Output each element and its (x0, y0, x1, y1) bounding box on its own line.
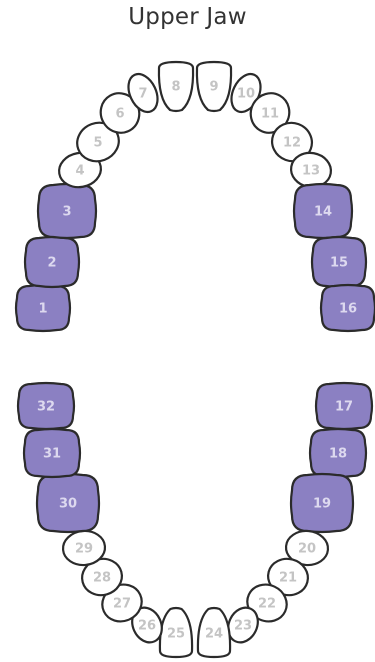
tooth-shape (291, 474, 353, 532)
tooth-shape (198, 608, 230, 657)
tooth-shape (38, 184, 96, 238)
tooth-shape (37, 474, 99, 532)
tooth-shape (24, 429, 80, 477)
tooth-30[interactable]: 30 (37, 474, 99, 532)
tooth-9[interactable]: 9 (197, 62, 231, 111)
tooth-24[interactable]: 24 (198, 608, 230, 657)
tooth-16[interactable]: 16 (321, 285, 375, 331)
tooth-19[interactable]: 19 (291, 474, 353, 532)
tooth-shape (312, 237, 366, 287)
tooth-shape (321, 285, 375, 331)
tooth-shape (160, 608, 192, 657)
tooth-17[interactable]: 17 (316, 383, 372, 429)
tooth-1[interactable]: 1 (16, 285, 70, 331)
tooth-15[interactable]: 15 (312, 237, 366, 287)
tooth-3[interactable]: 3 (38, 184, 96, 238)
tooth-32[interactable]: 32 (18, 383, 74, 429)
tooth-25[interactable]: 25 (160, 608, 192, 657)
tooth-shape (197, 62, 231, 111)
tooth-shape (316, 383, 372, 429)
tooth-shape (310, 429, 366, 477)
tooth-2[interactable]: 2 (25, 237, 79, 287)
tooth-shape (25, 237, 79, 287)
tooth-8[interactable]: 8 (159, 62, 193, 111)
tooth-18[interactable]: 18 (310, 429, 366, 477)
tooth-shape (294, 184, 352, 238)
tooth-shape (16, 285, 70, 331)
tooth-shape (159, 62, 193, 111)
tooth-shape (18, 383, 74, 429)
tooth-14[interactable]: 14 (294, 184, 352, 238)
tooth-31[interactable]: 31 (24, 429, 80, 477)
